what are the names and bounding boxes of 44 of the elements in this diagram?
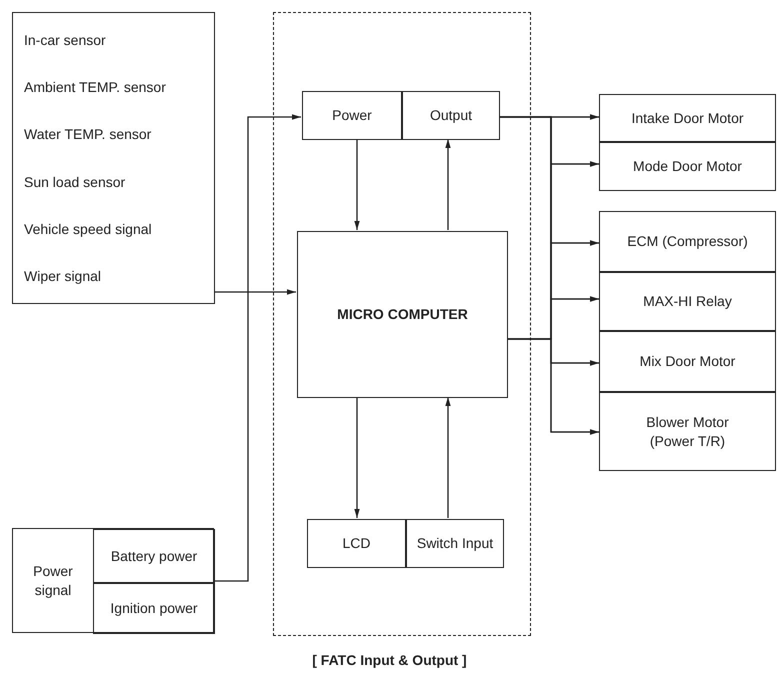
block-box	[599, 94, 776, 142]
block-box	[599, 392, 776, 471]
block-label: Output	[430, 106, 472, 125]
input-label: Sun load sensor	[24, 174, 126, 190]
arrow	[445, 139, 451, 230]
block-label: Switch Input	[416, 534, 494, 553]
block-label: Power	[332, 106, 372, 125]
input-label: Vehicle speed signal	[24, 221, 152, 237]
block-label: Battery power	[110, 546, 198, 566]
caption: [ FATC Input & Output ]	[312, 652, 467, 668]
arrow	[507, 338, 599, 435]
block-box	[93, 529, 215, 583]
block-label: Ignition power	[110, 599, 198, 618]
block-box	[93, 583, 215, 634]
block-label: Blower Motor (Power T/R)	[645, 412, 730, 450]
block-box	[302, 91, 402, 140]
block-box	[307, 519, 406, 568]
block-box	[599, 142, 776, 191]
block-label: MAX-HI Relay	[643, 292, 732, 311]
input-label: Wiper signal	[24, 268, 102, 284]
arrow	[214, 114, 301, 582]
block-box	[599, 331, 776, 392]
arrow	[445, 397, 451, 518]
block-box	[12, 12, 215, 304]
block-box	[12, 528, 214, 633]
input-label: Water TEMP. sensor	[24, 126, 152, 142]
block-label: Intake Door Motor	[631, 108, 744, 128]
arrow	[354, 397, 360, 518]
block-label: ECM (Compressor)	[627, 232, 748, 251]
arrow	[215, 289, 296, 295]
block-label: Mix Door Motor	[640, 352, 736, 371]
block-label: LCD	[342, 534, 370, 553]
input-label: In-car sensor	[24, 32, 106, 48]
block-box	[297, 231, 508, 398]
block-label: Power signal	[32, 562, 74, 600]
block-box	[402, 91, 500, 140]
input-label: Ambient TEMP. sensor	[24, 79, 166, 95]
block-box	[406, 519, 504, 568]
block-box	[599, 272, 776, 331]
block-label: MICRO COMPUTER	[337, 305, 468, 324]
arrow	[354, 139, 360, 230]
block-label: Mode Door Motor	[633, 157, 742, 176]
dashed-boundary-box	[273, 12, 531, 636]
block-box	[599, 211, 776, 272]
